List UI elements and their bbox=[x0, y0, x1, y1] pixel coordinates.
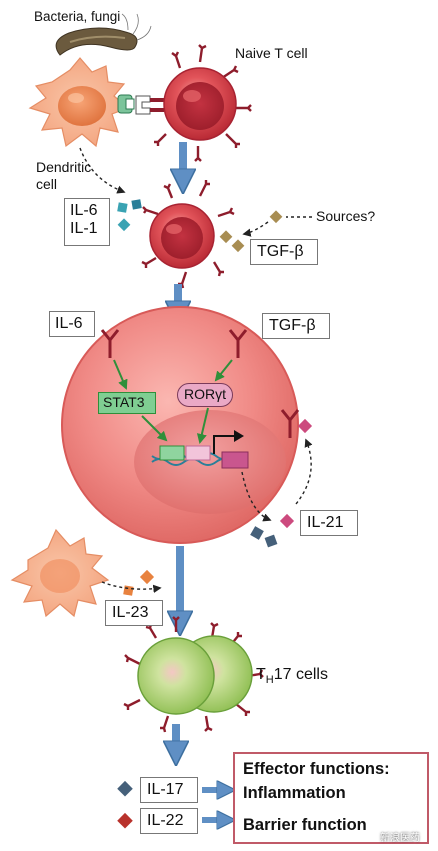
il17-box: IL-17 bbox=[140, 777, 198, 803]
il6-label: IL-6 bbox=[70, 202, 98, 219]
mhc-tcr-synapse-icon bbox=[117, 94, 164, 115]
dashed-arrow-dendritic bbox=[79, 147, 126, 194]
effector-barrier-function: Barrier function bbox=[243, 816, 367, 834]
tgfb-receptor-box: TGF-β bbox=[262, 313, 330, 339]
dendritic-cell-label-line1: Dendritic bbox=[36, 159, 92, 175]
th17-cells-label: TH17 cells bbox=[256, 666, 328, 687]
bacteria-fungi-label: Bacteria, fungi bbox=[34, 9, 121, 24]
il6-receptor-box: IL-6 bbox=[49, 311, 95, 337]
il17-diamond-icon bbox=[117, 780, 133, 797]
effector-functions-box: Effector functions: Inflammation Barrier… bbox=[233, 752, 429, 844]
il23-box: IL-23 bbox=[105, 600, 163, 626]
th17-prefix: T bbox=[256, 666, 266, 683]
il21-diamond-receptor bbox=[297, 418, 313, 434]
il23-cytokines bbox=[101, 569, 162, 596]
il21-cytokines bbox=[250, 513, 295, 548]
effector-inflammation: Inflammation bbox=[243, 784, 346, 802]
il6-il1-cytokines bbox=[117, 199, 142, 232]
bacteria-icon bbox=[55, 13, 152, 56]
il22-box: IL-22 bbox=[140, 808, 198, 834]
watermark: 新浪医药 bbox=[380, 833, 420, 844]
th17-subscript: H bbox=[265, 674, 274, 687]
th17-suffix: 17 cells bbox=[273, 666, 328, 683]
rorgt-box: RORγt bbox=[177, 383, 233, 407]
naive-t-cell bbox=[154, 44, 252, 162]
il1-label: IL-1 bbox=[70, 219, 98, 237]
il21-box: IL-21 bbox=[300, 510, 358, 536]
effector-title: Effector functions: bbox=[243, 760, 390, 778]
il6-il1-box: IL-6 IL-1 bbox=[64, 198, 110, 246]
tgfb-box-top: TGF-β bbox=[250, 239, 318, 265]
dendritic-cell-label-line2: cell bbox=[36, 176, 58, 192]
sources-dashed-arrow bbox=[242, 210, 312, 237]
th17-cells bbox=[123, 616, 264, 733]
stat3-box: STAT3 bbox=[98, 392, 156, 414]
differentiating-t-cell bbox=[61, 306, 299, 544]
il21-dashed-arrow bbox=[241, 471, 272, 522]
sources-label: Sources? bbox=[316, 208, 376, 224]
receptor-icon bbox=[100, 329, 300, 438]
activated-t-cell bbox=[141, 180, 245, 289]
dendritic-cell-bottom bbox=[10, 528, 110, 618]
il22-diamond-icon bbox=[117, 812, 133, 829]
dna-icon bbox=[151, 430, 249, 469]
dendritic-cell-top bbox=[28, 57, 130, 148]
signaling-arrows bbox=[113, 359, 233, 444]
il21-autocrine-arrow bbox=[295, 438, 313, 505]
naive-t-cell-label: Naive T cell bbox=[235, 45, 308, 61]
